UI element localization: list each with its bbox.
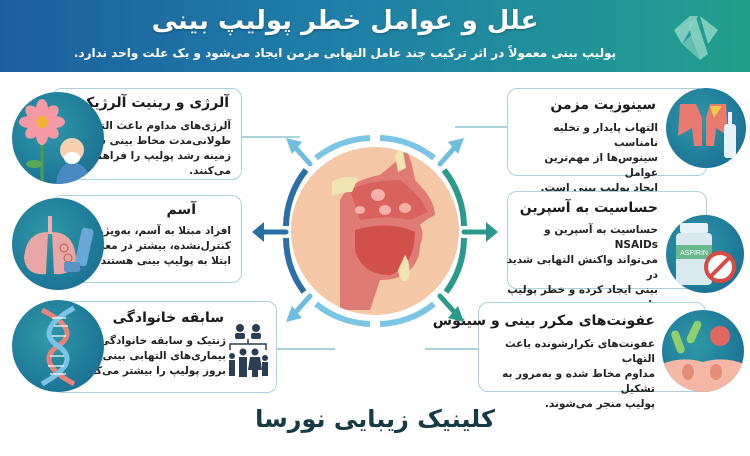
nasal-cavity-illustration bbox=[252, 135, 498, 327]
card-body: التهاب پایدار و تخلیه نامناسب سینوس‌ها ا… bbox=[540, 122, 658, 194]
family-tree-icon bbox=[229, 324, 268, 377]
card-body: ژنتیک و سابقه خانوادگی بیماری‌های التهاب… bbox=[59, 335, 226, 377]
card-title: سابقه خانوادگی bbox=[112, 310, 224, 326]
clinic-brand-name: کلینیک زیبایی نورسا bbox=[255, 405, 495, 433]
diamond-n-logo-icon bbox=[674, 16, 718, 60]
card-body: آلرژی‌های مداوم باعث التهاب طولانی‌مدت م… bbox=[73, 120, 231, 177]
connector-line bbox=[425, 348, 485, 350]
connector-line bbox=[455, 126, 507, 128]
card-recurrent-infections: عفونت‌های مکرر بینی و سینوس عفونت‌های تک… bbox=[433, 302, 706, 410]
center-nasal-illustration bbox=[250, 120, 500, 360]
aspirin-bottle-prohibited-icon: ASPIRIN bbox=[666, 215, 744, 293]
allergy-sneeze-flower-icon bbox=[12, 92, 104, 184]
card-body: عفونت‌های تکرارشونده باعث التهاب مداوم م… bbox=[502, 338, 655, 410]
card-title: حساسیت به آسپرین bbox=[519, 200, 658, 216]
card-title: آلرژی و رینیت آلرژیک bbox=[80, 95, 229, 111]
bacteria-virus-mucosa-icon bbox=[662, 310, 744, 392]
lungs-inhaler-icon bbox=[12, 198, 104, 290]
aspirin-label: ASPIRIN bbox=[680, 250, 708, 257]
sinus-nasal-spray-icon bbox=[666, 88, 746, 168]
card-body: افراد مبتلا به آسم، به‌ویژه آسم کنترل‌نش… bbox=[71, 225, 231, 267]
card-title: عفونت‌های مکرر بینی و سینوس bbox=[432, 313, 655, 329]
dna-icon bbox=[12, 300, 104, 392]
page-title: علل و عوامل خطر پولیپ بینی bbox=[151, 6, 539, 36]
connector-line bbox=[240, 136, 300, 138]
page-subtitle: پولیپ بینی معمولاً در اثر ترکیب چند عامل… bbox=[73, 46, 617, 60]
card-title: آسم bbox=[166, 202, 196, 218]
header-banner: علل و عوامل خطر پولیپ بینی پولیپ بینی مع… bbox=[0, 0, 750, 72]
connector-line bbox=[275, 348, 335, 350]
card-title: سینوزیت مزمن bbox=[550, 97, 656, 113]
